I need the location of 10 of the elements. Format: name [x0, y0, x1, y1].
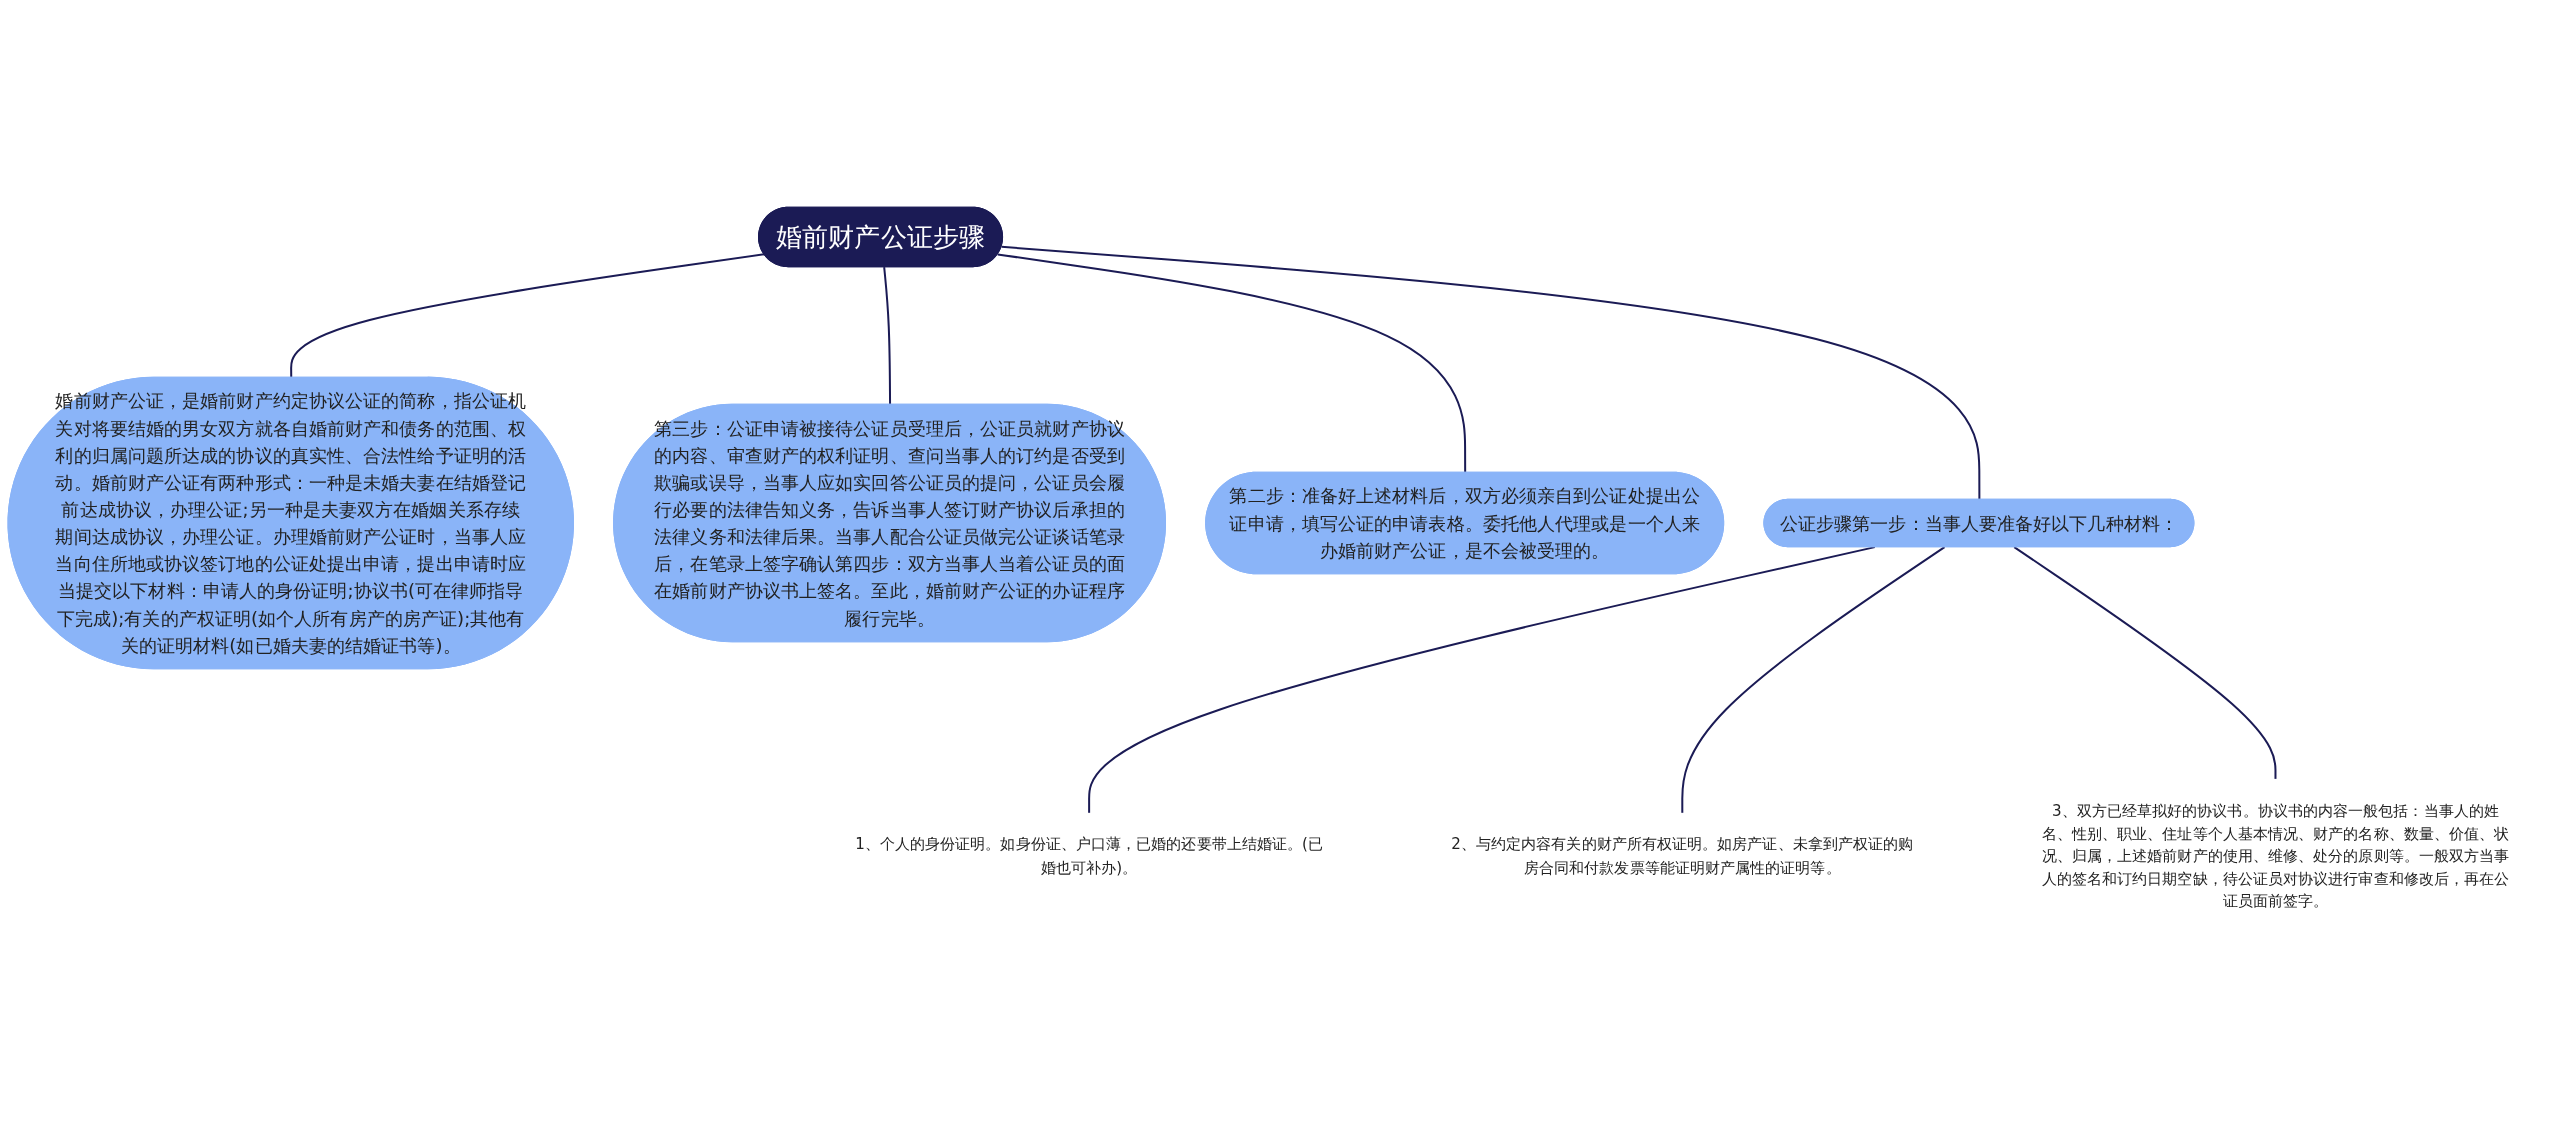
node-text: 2、与约定内容有关的财产所有权证明。如房产证、未拿到产权证的购房合同和付款发票等能证明财产属性的证明等。 [1451, 835, 1914, 877]
connector [1001, 245, 1981, 500]
connector [997, 253, 1467, 473]
connector [1681, 546, 1946, 814]
node-text: 3、双方已经草拟好的协议书。协议书的内容一般包括：当事人的姓名、性别、职业、住址等个人基本情况、财产的名称、数量、价值、状况、归属，上述婚前财产的使用、维修、处分的原则等。一般双方当事人的签名和订约日期空缺，待公证员对协议进行审查和修改后，再在公证员面前签字。 [2041, 801, 2510, 911]
node-text: 1、个人的身份证明。如身份证、户口薄，已婚的还要带上结婚证。(已婚也可补办)。 [855, 835, 1324, 877]
connector [883, 267, 892, 405]
connector [290, 253, 765, 378]
connector [1088, 546, 1876, 814]
connector [2013, 546, 2277, 780]
